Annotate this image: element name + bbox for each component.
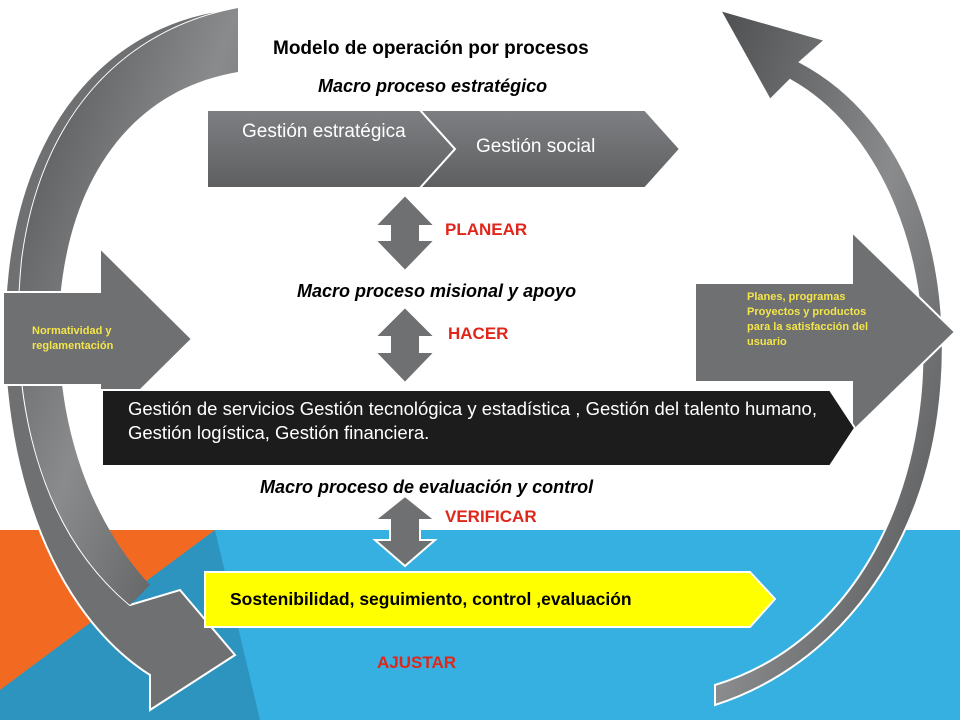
input-arrow [2,245,194,433]
gestion-social-text: Gestión social [476,136,596,157]
misional-label: Macro proceso misional y apoyo [297,281,577,301]
ajustar-label: AJUSTAR [377,653,457,672]
diagram-title: Modelo de operación por procesos [273,38,589,59]
verificar-label: VERIFICAR [445,507,537,526]
output-arrow [694,229,957,435]
gestion-estrategica-text: Gestión estratégica [242,121,406,142]
hacer-label: HACER [448,324,509,343]
misional-box-text: Gestión de servicios Gestión tecnológica… [128,398,817,443]
right-cycle-arrow [714,8,944,707]
output-arrow-text: Planes, programas Proyectos y productos … [747,291,869,348]
evaluacion-label: Macro proceso de evaluación y control [260,477,594,497]
planear-label: PLANEAR [445,220,528,239]
misional-box [101,389,857,467]
gestion-social-chevron [417,109,682,189]
double-arrow-verificar [372,494,438,568]
estrategico-label: Macro proceso estratégico [318,76,548,96]
double-arrow-planear [372,193,438,273]
evaluacion-box-text: Sostenibilidad, seguimiento, control ,ev… [230,589,632,609]
double-arrow-hacer [372,305,438,385]
left-cycle-arrow-body [18,8,238,605]
input-arrow-text: Normatividad y reglamentación [32,325,114,352]
evaluacion-box [204,571,777,628]
